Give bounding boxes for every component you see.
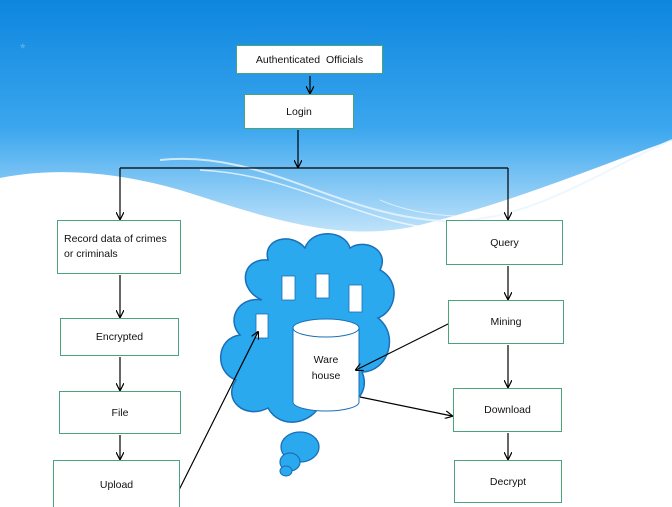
warehouse-label-line1: Ware (313, 354, 339, 366)
node-query: Query (446, 220, 563, 265)
warehouse-label-line2: house (311, 370, 341, 382)
cloud-doc-2 (315, 273, 330, 299)
node-decrypt: Decrypt (454, 460, 562, 503)
cloud-doc-4 (255, 313, 269, 339)
arrow-warehouse-download (359, 396, 452, 416)
node-mining: Mining (448, 300, 564, 344)
node-download-label: Download (484, 404, 531, 416)
node-record-data: Record data of crimes or criminals (57, 220, 181, 274)
node-authenticated-officials-label: Authenticated Officials (255, 53, 364, 66)
warehouse-cylinder (292, 318, 360, 412)
bullet-asterisk: * (20, 40, 26, 56)
node-authenticated-officials: Authenticated Officials (236, 45, 383, 74)
node-upload: Upload (53, 460, 180, 507)
node-login: Login (244, 94, 354, 129)
warehouse-label: Ware house (298, 352, 354, 384)
node-file-label: File (111, 406, 129, 419)
node-decrypt-label: Decrypt (489, 475, 527, 488)
wave-line-1 (159, 139, 672, 223)
cloud-doc-3 (348, 284, 363, 313)
wave-line-3 (379, 179, 672, 217)
arrow-upload-cloud (177, 332, 258, 493)
node-download: Download (453, 388, 562, 432)
node-record-data-line1: Record data of crimes (64, 233, 167, 245)
node-login-label: Login (286, 105, 312, 118)
node-record-data-line2: or criminals (64, 248, 118, 260)
node-encrypted: Encrypted (60, 318, 179, 356)
node-encrypted-label: Encrypted (95, 331, 144, 343)
node-mining-label: Mining (490, 316, 522, 328)
cloud-doc-1 (281, 275, 296, 301)
node-file: File (59, 391, 181, 434)
arrow-mining-warehouse (356, 319, 457, 370)
node-upload-label: Upload (99, 479, 134, 491)
node-query-label: Query (490, 236, 519, 249)
